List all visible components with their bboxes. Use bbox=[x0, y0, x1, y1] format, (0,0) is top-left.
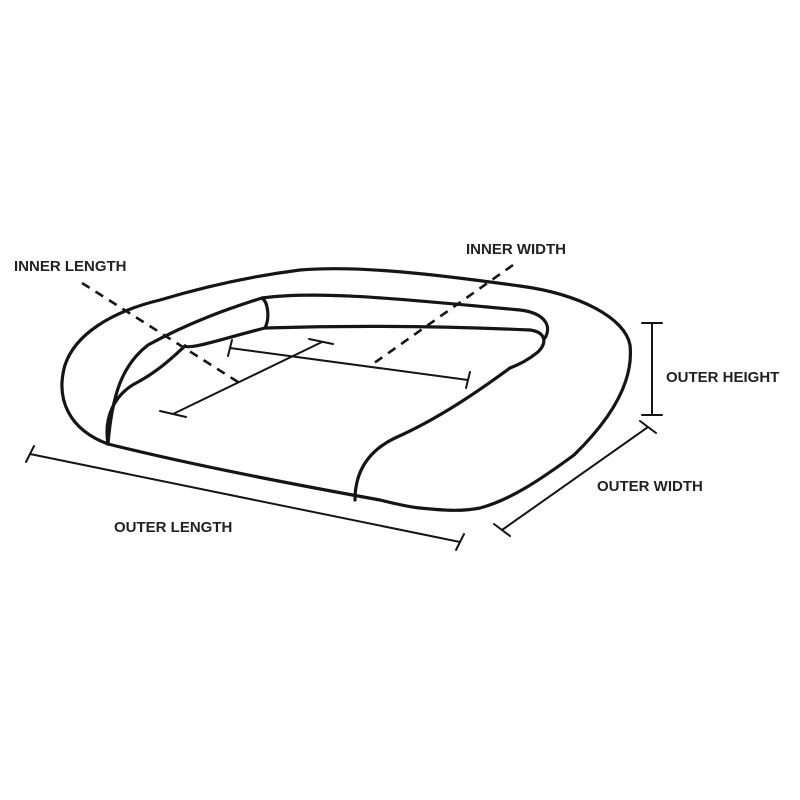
inner-width-label: INNER WIDTH bbox=[466, 241, 566, 258]
inner-length-tick-a bbox=[227, 339, 233, 357]
inner-width-leader bbox=[369, 263, 514, 368]
inner-width-tick-b bbox=[308, 338, 334, 345]
outer-height-label: OUTER HEIGHT bbox=[666, 369, 779, 386]
outer-length-label: OUTER LENGTH bbox=[114, 519, 232, 536]
outer-width-label: OUTER WIDTH bbox=[597, 478, 703, 495]
bed-left-bolster-back bbox=[106, 296, 264, 446]
inner-width-tick-a bbox=[159, 410, 187, 418]
dimension-labels: INNER LENGTH INNER WIDTH OUTER HEIGHT OU… bbox=[14, 241, 779, 536]
outer-width-dim-line bbox=[501, 426, 649, 531]
inner-dimension-lines bbox=[159, 338, 471, 418]
inner-width-dim-line bbox=[172, 341, 323, 415]
pet-bed-drawing bbox=[60, 267, 633, 512]
bed-inner-opening bbox=[260, 296, 546, 370]
outer-dimension-lines bbox=[25, 322, 663, 551]
inner-length-label: INNER LENGTH bbox=[14, 258, 127, 275]
inner-length-tick-b bbox=[465, 371, 471, 389]
bed-front-bolster-curve bbox=[353, 366, 512, 502]
bed-outer-bottom-edge bbox=[106, 442, 422, 510]
bed-inner-left-fold bbox=[183, 326, 267, 349]
leader-lines bbox=[81, 263, 514, 384]
outer-length-dim-line bbox=[29, 453, 461, 543]
bed-outer-rim-top bbox=[60, 267, 633, 512]
outer-length-tick-a bbox=[25, 445, 35, 463]
inner-length-dim-line bbox=[229, 347, 469, 381]
outer-width-tick-a bbox=[639, 420, 657, 434]
bed-left-bolster-curve bbox=[105, 344, 187, 446]
outer-width-tick-b bbox=[493, 523, 511, 537]
bed-inner-opening-top bbox=[260, 293, 550, 340]
outer-length-tick-b bbox=[455, 533, 465, 551]
